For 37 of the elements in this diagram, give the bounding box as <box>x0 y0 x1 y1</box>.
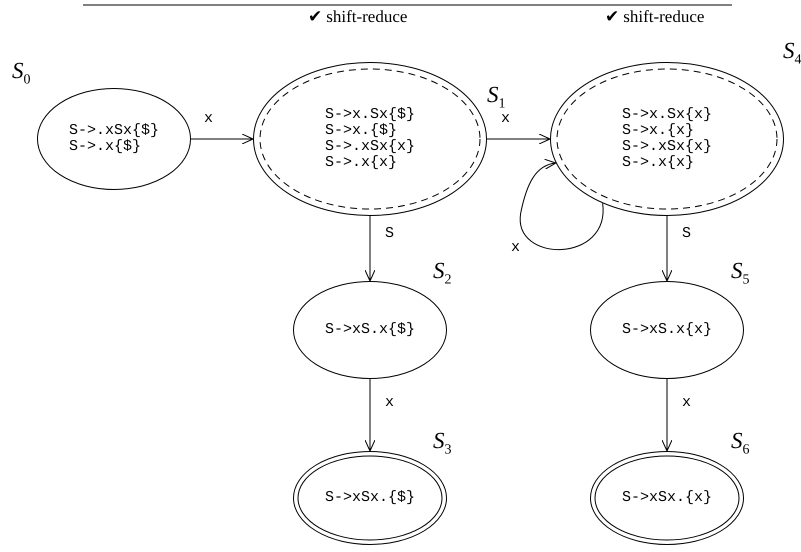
item-text: S->.xSx{$} <box>68 123 159 139</box>
state-ellipse <box>293 451 447 545</box>
arrow <box>662 378 672 452</box>
state-ellipse <box>293 281 447 379</box>
arrow <box>364 216 376 282</box>
state-label: S$_{6}$ <box>731 428 750 459</box>
arrow <box>486 134 550 144</box>
item-text: S->x.{x} <box>622 123 694 139</box>
state-ellipse <box>37 88 191 190</box>
state-label: S$_{0}$ <box>12 58 30 89</box>
annotation-text: ✔ shift-reduce <box>308 6 408 27</box>
item-text: S->.xSx{x} <box>324 139 415 155</box>
state-label: S$_{5}$ <box>731 258 750 289</box>
state-label: S$_{4}$ <box>783 38 801 69</box>
arrow <box>364 378 376 452</box>
state-label: S$_{1}$ <box>487 82 506 113</box>
annotation-text: ✔ shift-reduce <box>605 6 704 27</box>
arrow <box>520 160 604 250</box>
item-text: S->x.{$} <box>324 123 397 139</box>
state-ellipse <box>253 62 487 216</box>
arrow <box>190 134 254 144</box>
item-text: S->.x{x} <box>324 155 397 171</box>
state-ellipse <box>550 62 784 216</box>
state-label: S$_{3}$ <box>433 428 452 459</box>
item-text: S->.x{x} <box>622 155 694 171</box>
item-text: S->xS.x{x} <box>622 322 712 338</box>
item-text: S->x.Sx{x} <box>622 107 712 123</box>
item-text: S->xSx.{x} <box>622 490 712 506</box>
arrow <box>662 216 672 282</box>
item-text: S->x.Sx{$} <box>324 107 415 123</box>
item-text: S->xS.x{$} <box>324 322 415 338</box>
item-text: S->.xSx{x} <box>622 139 712 155</box>
state-ellipse <box>590 451 744 545</box>
state-ellipse <box>590 281 744 379</box>
item-text: S->.x{$} <box>68 139 141 155</box>
state-label: S$_{2}$ <box>433 258 452 289</box>
item-text: S->xSx.{$} <box>324 490 415 506</box>
